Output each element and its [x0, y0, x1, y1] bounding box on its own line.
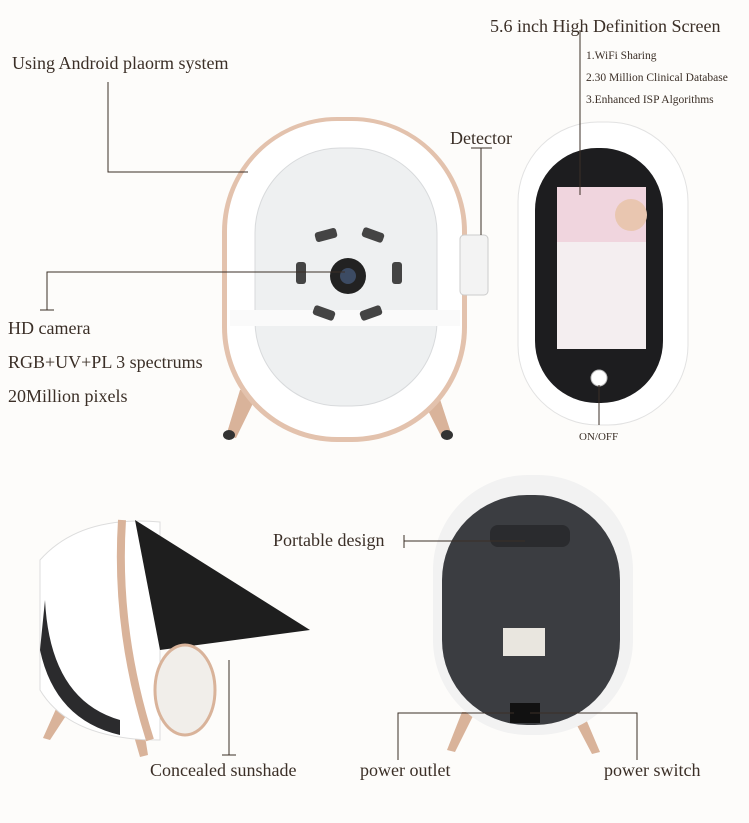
label-feature-isp: 3.Enhanced ISP Algorithms — [586, 94, 714, 106]
device-back — [433, 475, 633, 754]
label-power-outlet: power outlet — [360, 760, 451, 780]
label-concealed-sunshade: Concealed sunshade — [150, 760, 297, 780]
label-feature-database: 2.30 Million Clinical Database — [586, 72, 728, 84]
device-front — [222, 117, 489, 442]
label-hd-camera: HD camera — [8, 318, 91, 338]
label-pixels: 20Million pixels — [8, 386, 128, 406]
label-detector: Detector — [450, 128, 512, 148]
label-screen-title: 5.6 inch High Definition Screen — [490, 16, 721, 36]
label-portable-design: Portable design — [273, 530, 385, 550]
device-screen-panel — [517, 121, 689, 426]
label-android-system: Using Android plaorm system — [12, 53, 229, 73]
label-power-switch: power switch — [604, 760, 701, 780]
device-sunshade — [39, 519, 310, 757]
label-feature-wifi: 1.WiFi Sharing — [586, 50, 657, 62]
leader-lines — [40, 30, 638, 760]
label-on-off: ON/OFF — [579, 431, 619, 443]
label-spectrums: RGB+UV+PL 3 spectrums — [8, 352, 203, 372]
